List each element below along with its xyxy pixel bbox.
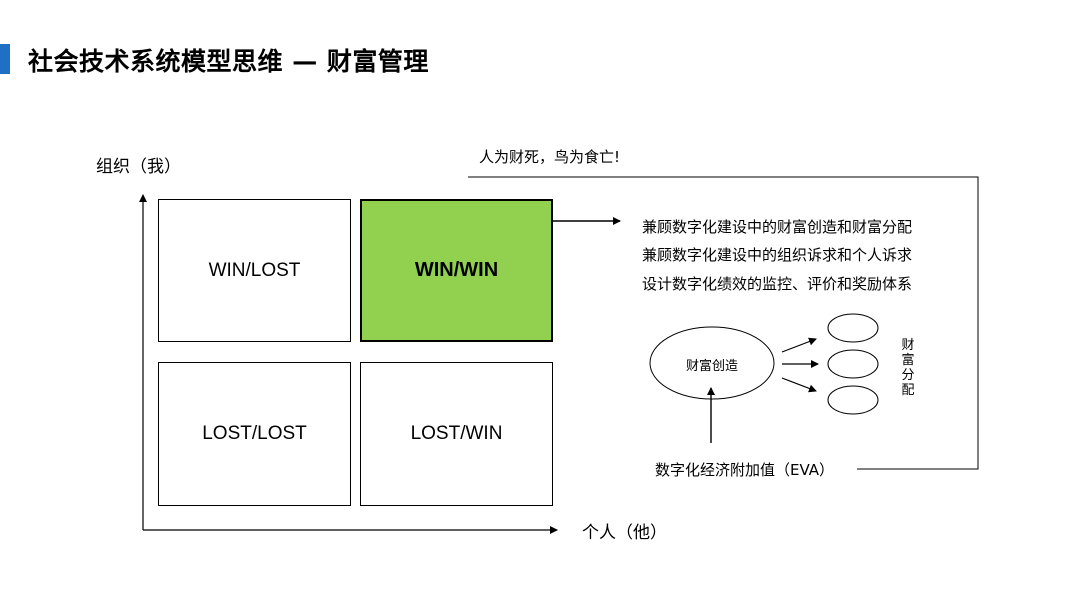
page-title: 社会技术系统模型思维 — 财富管理 (28, 47, 429, 76)
quote-text: 人为财死，鸟为食亡! (479, 148, 621, 166)
wealth-creation-label: 财富创造 (685, 359, 738, 374)
y-axis-label: 组织（我） (96, 157, 181, 177)
eva-label: 数字化经济附加值（EVA） (655, 461, 835, 479)
wealth-distribution-label: 财富分配 (901, 338, 915, 398)
wealth-creation-ellipse (649, 326, 775, 400)
notes-bracket (468, 176, 979, 470)
x-axis-label: 个人（他） (582, 523, 667, 543)
quadrant-win-win: WIN/WIN (360, 199, 553, 342)
distribution-ellipse (827, 313, 879, 343)
note-line: 兼顾数字化建设中的财富创造和财富分配 (642, 218, 913, 236)
note-line: 设计数字化绩效的监控、评价和奖励体系 (642, 275, 913, 293)
quadrant-win-lost: WIN/LOST (158, 199, 351, 342)
distribution-arrow (781, 377, 817, 393)
note-line: 兼顾数字化建设中的组织诉求和个人诉求 (642, 246, 913, 264)
distribution-arrow (781, 337, 817, 353)
title-accent-bar (0, 44, 10, 74)
distribution-ellipse (827, 349, 879, 379)
quadrant-lost-lost: LOST/LOST (158, 362, 351, 506)
distribution-ellipse (827, 385, 879, 415)
quadrant-lost-win: LOST/WIN (360, 362, 553, 506)
